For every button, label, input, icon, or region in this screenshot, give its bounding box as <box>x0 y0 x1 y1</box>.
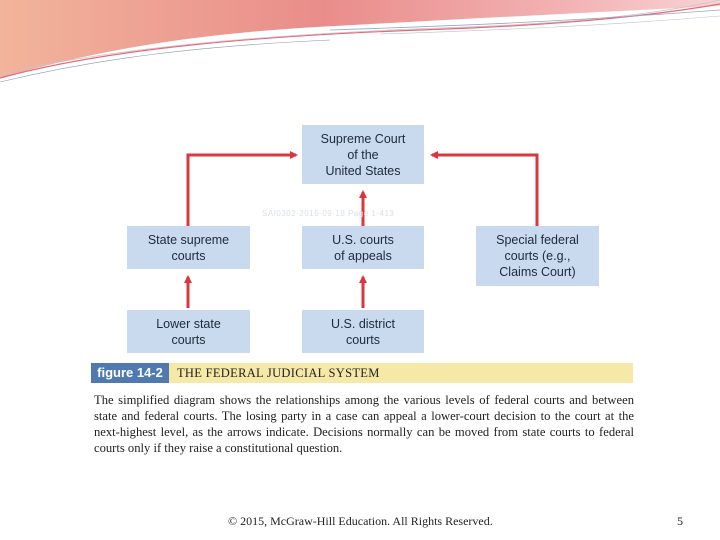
box-state-supreme-courts: State supreme courts <box>127 226 250 269</box>
copyright-footer: © 2015, McGraw-Hill Education. All Right… <box>228 514 493 528</box>
arrow-state-to-supreme <box>186 151 298 226</box>
page-number: 5 <box>677 514 683 528</box>
figure-title: THE FEDERAL JUDICIAL SYSTEM <box>177 366 380 380</box>
figure-label: figure 14-2 <box>91 363 169 383</box>
box-courts-of-appeals: U.S. courts of appeals <box>302 226 424 269</box>
box-special-federal-courts: Special federal courts (e.g., Claims Cou… <box>476 226 599 286</box>
watermark-text: SAI0302-2015-09-18 Page 1-413 <box>262 209 395 218</box>
figure-header: figure 14-2 THE FEDERAL JUDICIAL SYSTEM <box>91 363 633 383</box>
box-supreme-court: Supreme Court of the United States <box>302 125 424 184</box>
box-district-courts: U.S. district courts <box>302 310 424 353</box>
figure-caption: The simplified diagram shows the relatio… <box>94 393 634 455</box>
header-banner <box>0 0 720 83</box>
arrow-special-to-supreme <box>430 151 539 226</box>
box-lower-state-courts: Lower state courts <box>127 310 250 353</box>
